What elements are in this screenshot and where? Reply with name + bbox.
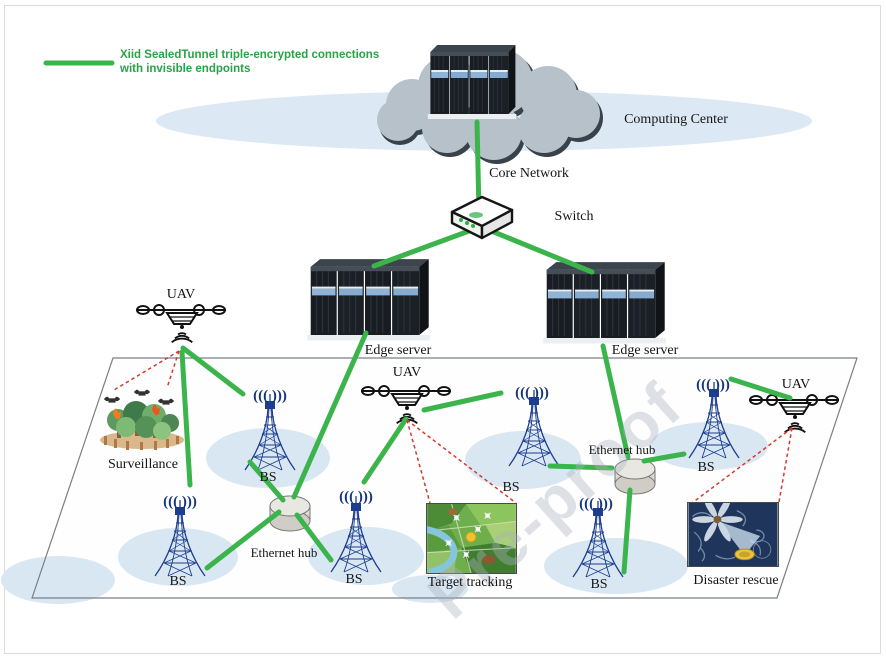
- bs-label: BS: [697, 460, 715, 475]
- ethernet-hub-left-label: Ethernet hub: [250, 545, 318, 560]
- signal-icon: ((( ))): [339, 489, 373, 505]
- bs-label: BS: [590, 577, 608, 592]
- signal-icon: ((( ))): [253, 388, 287, 404]
- target-tracking-label: Target tracking: [427, 575, 513, 590]
- core-network-label: Core Network: [489, 166, 569, 181]
- ethernet-hub-icon: [614, 458, 656, 495]
- signal-icon: ((( ))): [579, 496, 613, 512]
- disaster-rescue-image: [687, 497, 779, 567]
- uav-right-label: UAV: [781, 377, 811, 392]
- sensing-dashed-lines: [113, 350, 793, 504]
- switch-label: Switch: [554, 209, 594, 224]
- surveillance-image: [96, 386, 188, 451]
- ground-plane: [32, 358, 857, 598]
- uav-icon: [135, 304, 227, 344]
- tunnel-lines: [43, 60, 793, 575]
- uav-center-label: UAV: [392, 365, 422, 380]
- bs-label: BS: [502, 480, 520, 495]
- bs-label: BS: [345, 572, 363, 587]
- computing-center-label: Computing Center: [624, 112, 728, 127]
- surveillance-label: Surveillance: [108, 457, 178, 472]
- switch-icon: [450, 195, 514, 240]
- edge-server-rack-icon: [542, 261, 667, 345]
- disaster-rescue-label: Disaster rescue: [693, 573, 779, 588]
- computing-center-server-rack-icon: [427, 44, 517, 120]
- bs-label: BS: [259, 470, 277, 485]
- edge-server-left-label: Edge server: [364, 343, 432, 358]
- bs-label: BS: [169, 574, 187, 589]
- legend-text-line1: Xiid SealedTunnel triple-encrypted conne…: [120, 49, 380, 61]
- signal-icon: ((( ))): [696, 377, 730, 393]
- signal-icon: ((( ))): [515, 385, 549, 401]
- edge-server-right-label: Edge server: [611, 343, 679, 358]
- ethernet-hub-right-label: Ethernet hub: [588, 442, 656, 457]
- ground-plane-outline: [31, 357, 858, 599]
- edge-server-rack-icon: [306, 258, 431, 342]
- uav-left-label: UAV: [166, 287, 196, 302]
- target-tracking-image: [424, 503, 517, 576]
- legend-text-line2: with invisible endpoints: [120, 63, 251, 75]
- signal-icon: ((( ))): [163, 494, 197, 510]
- legend: Xiid SealedTunnel triple-encrypted conne…: [120, 48, 379, 76]
